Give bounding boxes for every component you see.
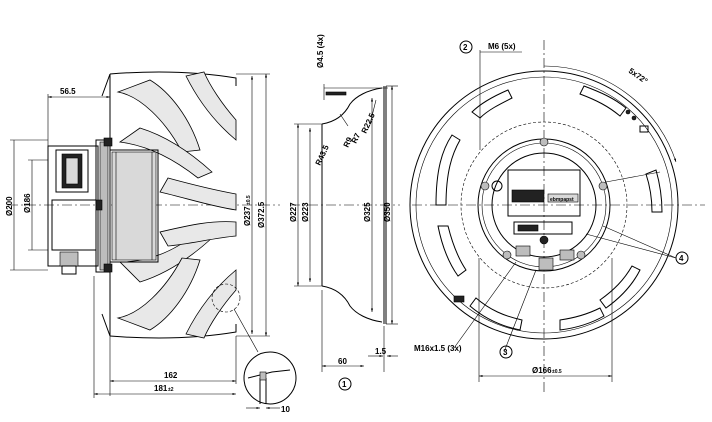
callout-2 [459, 40, 473, 54]
dim-10: 10 [281, 405, 290, 414]
impeller-blades [116, 71, 237, 339]
callout-1 [338, 377, 352, 391]
ring-profile-bottom [321, 285, 383, 323]
dim-d372-5: Ø372.5 [257, 201, 266, 228]
dim-r9: R9 [342, 135, 355, 149]
dim-r43-5: R43.5 [314, 143, 331, 167]
callout-1-label: 1 [342, 380, 347, 389]
dim-d237-tol: ±0.5 [246, 195, 252, 205]
motor-rotor [109, 149, 159, 263]
ventilation-slots [435, 85, 663, 331]
callout-3 [499, 345, 513, 359]
callout-2-label: 2 [463, 43, 468, 52]
detail-view-circle [243, 351, 297, 405]
outer-disk [409, 70, 679, 340]
callout-4 [675, 251, 689, 265]
dim-d350: Ø350 [383, 202, 392, 222]
dim-m6: M6 (5x) [488, 42, 516, 51]
callout-4-label: 4 [679, 254, 684, 263]
dim-60: 60 [338, 357, 347, 366]
ring-profile-top [321, 87, 383, 125]
dim-d325: Ø325 [363, 202, 372, 222]
dim-181-tol: ±2 [168, 387, 174, 393]
dim-d4-5: Ø4.5 (4x) [316, 34, 325, 68]
dim-d200: Ø200 [5, 196, 14, 216]
dim-angle: 5x72° [627, 66, 649, 85]
cable-gland [59, 251, 79, 267]
side-view: Ø200 Ø186 56.5 Ø237 ±0.5 Ø372.5 162 181 … [5, 71, 297, 414]
dim-r22-5: R22.5 [360, 111, 377, 135]
dim-d227: Ø227 [289, 202, 298, 222]
callout-3-label: 3 [503, 348, 508, 357]
dim-56-5: 56.5 [60, 87, 76, 96]
dim-r7: R7 [350, 131, 363, 145]
dim-162: 162 [164, 371, 178, 380]
electronics-box [507, 169, 581, 217]
dim-m16: M16x1.5 (3x) [414, 344, 462, 353]
dim-181: 181 [154, 384, 168, 393]
inlet-ring-view: Ø4.5 (4x) R43.5 R9 R7 R22.5 Ø227 Ø223 Ø3… [289, 34, 400, 391]
dim-1-5: 1.5 [375, 347, 387, 356]
dim-d223: Ø223 [301, 202, 310, 222]
dim-d166-tol: ±0.5 [552, 369, 562, 375]
front-view: ebmpapst M6 (5x) 2 5x72° 4 M16x1.5 (3x) [409, 40, 705, 395]
dim-d237: Ø237 [243, 206, 252, 226]
dim-d186: Ø186 [23, 193, 32, 213]
dim-d166: Ø166 [532, 366, 552, 375]
bolt-circle [460, 121, 628, 289]
brand-label: ebmpapst [550, 197, 574, 203]
detail-marker-circle [211, 283, 241, 313]
